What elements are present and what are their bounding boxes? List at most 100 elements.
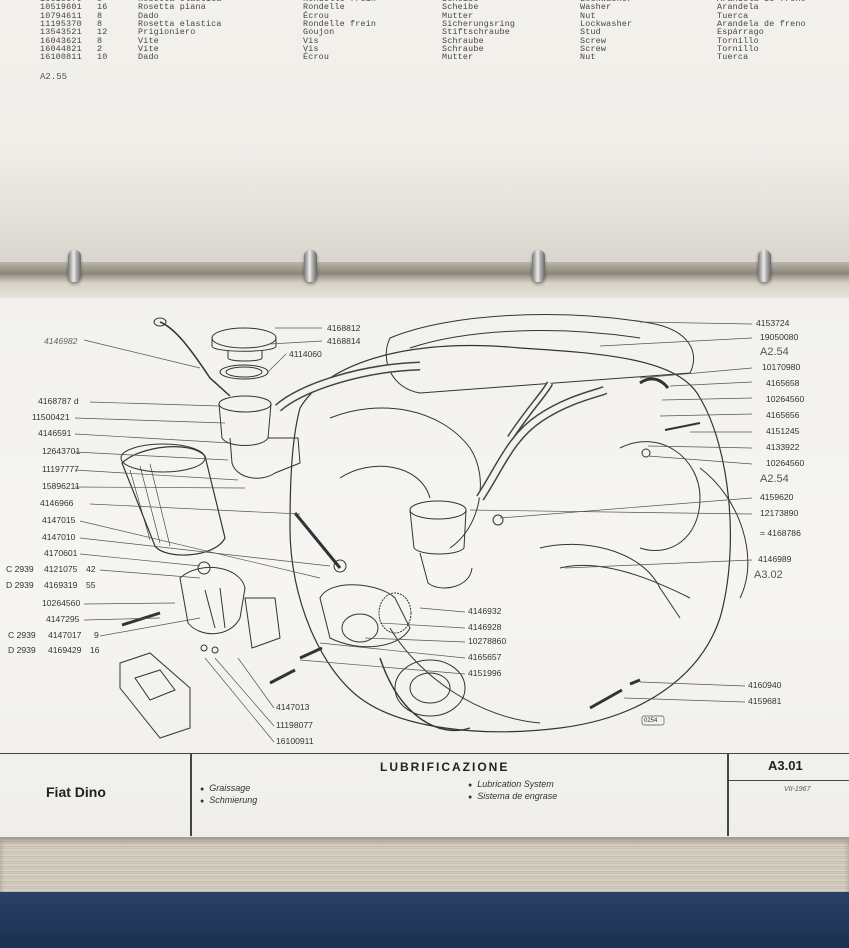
table-cell-qty: 2 [97, 43, 103, 54]
part-number-label: 4160940 [748, 680, 782, 690]
part-number-label: 11500421 [32, 412, 70, 422]
part-number-label: 4168787 d [38, 396, 79, 406]
table-cell-de: Mutter [442, 52, 474, 63]
part-number-label: 10264560 [766, 458, 805, 468]
figure-number-box [641, 715, 665, 726]
part-number-label: 12173890 [760, 508, 799, 518]
engine-drawing [119, 314, 749, 739]
table-cell-it: Dado [138, 10, 159, 21]
table-cell-en: Screw [580, 35, 607, 46]
table-cell-en: Lockwasher [580, 0, 632, 4]
part-number-label: 4147017 [48, 630, 82, 640]
table-cell-en: Nut [580, 52, 596, 63]
part-number-label: C 2939 [8, 630, 36, 640]
part-number-label: = 4168786 [760, 528, 801, 538]
desk-surface [0, 892, 849, 948]
part-number-label: 4147015 [42, 515, 76, 525]
binder-gap [0, 262, 849, 300]
part-number-label: D 2939 [6, 580, 34, 590]
part-number-label: 4146591 [38, 428, 72, 438]
table-cell-de: Sicherungsring [442, 18, 516, 29]
part-number-label: A2.54 [760, 473, 789, 485]
table-cell-qty: 16 [97, 2, 108, 13]
part-number-label: 4165658 [766, 378, 800, 388]
table-cell-en: Washer [580, 2, 612, 13]
title-german: Schmierung [200, 795, 257, 805]
part-number-label: 4147295 [46, 614, 80, 624]
table-cell-it: Rosetta elastica [138, 0, 222, 4]
part-number-label: 4146932 [468, 606, 502, 616]
table-cell-es: Arandela [717, 2, 759, 13]
table-cell-es: Tornillo [717, 43, 759, 54]
table-cell-qty: 8 [97, 0, 102, 4]
part-number-label: 10264560 [42, 598, 81, 608]
part-number-label: 4146982 [44, 336, 78, 346]
part-number-label: 0254 [644, 718, 658, 724]
page-date: VII-1967 [784, 786, 811, 793]
reference-code: A2.55 [40, 72, 68, 82]
binder-ring [532, 250, 545, 282]
part-number-label: 4146989 [758, 554, 792, 564]
table-cell-es: Espárrago [717, 27, 765, 38]
table-cell-num: 13543521 [40, 27, 82, 38]
part-number-label: 4151245 [766, 426, 800, 436]
part-number-label: 4121075 [44, 564, 78, 574]
table-cell-qty: 8 [97, 10, 103, 21]
part-number-label: 11198077 [276, 720, 313, 730]
part-number-label: A3.02 [754, 569, 783, 581]
part-number-label: 12643701 [42, 446, 81, 456]
part-number-label: 4151996 [468, 668, 502, 678]
page-stack-edge [0, 837, 849, 892]
table-cell-de: Scheibe [442, 0, 479, 4]
table-cell-de: Mutter [442, 10, 474, 21]
table-cell-es: Arandela de freno [717, 0, 806, 4]
brand-name: Fiat Dino [46, 784, 106, 800]
table-cell-fr: Vis [303, 35, 319, 46]
table-cell-de: Stiftschraube [442, 27, 510, 38]
part-number-label: 4133922 [766, 442, 800, 452]
part-number-label: 4153724 [756, 318, 790, 328]
part-number-label: 9 [94, 630, 99, 640]
table-cell-fr: Rondelle frein [303, 18, 377, 29]
part-number-label: 16 [90, 645, 100, 655]
title-english: Lubrication System [468, 779, 554, 789]
part-number-label: 4146966 [40, 498, 74, 508]
part-number-label: 4165657 [468, 652, 502, 662]
part-number-label: 11197777 [42, 464, 79, 474]
table-cell-num: 10794611 [40, 10, 82, 21]
table-cell-fr: Rondelle [303, 2, 345, 13]
table-cell-it: Prigioniero [138, 27, 196, 38]
title-french: Graissage [200, 783, 250, 793]
table-cell-fr: Rondelle frein [303, 0, 376, 4]
part-number-label: 4159620 [760, 492, 794, 502]
table-cell-num: 10519601 [40, 2, 82, 13]
table-cell-num: 16044821 [40, 43, 82, 54]
page-code: A3.01 [768, 758, 803, 773]
part-number-label: 4114060 [289, 349, 322, 359]
leader-lines [74, 321, 753, 743]
table-cell-en: Stud [580, 27, 601, 38]
binder-ring [304, 250, 317, 282]
table-cell-it: Dado [138, 52, 159, 63]
title-block: Fiat Dino LUBRIFICAZIONE Graissage Schmi… [0, 753, 849, 836]
title-spanish: Sistema de engrase [468, 791, 557, 801]
part-number-label: 15896211 [42, 481, 80, 491]
table-cell-num: 11195370 [40, 18, 82, 29]
part-number-label: 10264560 [766, 394, 805, 404]
part-number-label: 10170980 [762, 362, 801, 372]
section-title: LUBRIFICAZIONE [380, 760, 510, 774]
part-number-label: 4165656 [766, 410, 800, 420]
table-cell-en: Screw [580, 43, 607, 54]
part-number-label: 4170601 [44, 548, 78, 558]
table-cell-es: Tuerca [717, 52, 749, 63]
part-number-label: 16100911 [276, 736, 314, 746]
part-number-label: 4169429 [48, 645, 82, 655]
table-cell-de: Scheibe [442, 2, 479, 13]
part-number-label: 42 [86, 564, 96, 574]
